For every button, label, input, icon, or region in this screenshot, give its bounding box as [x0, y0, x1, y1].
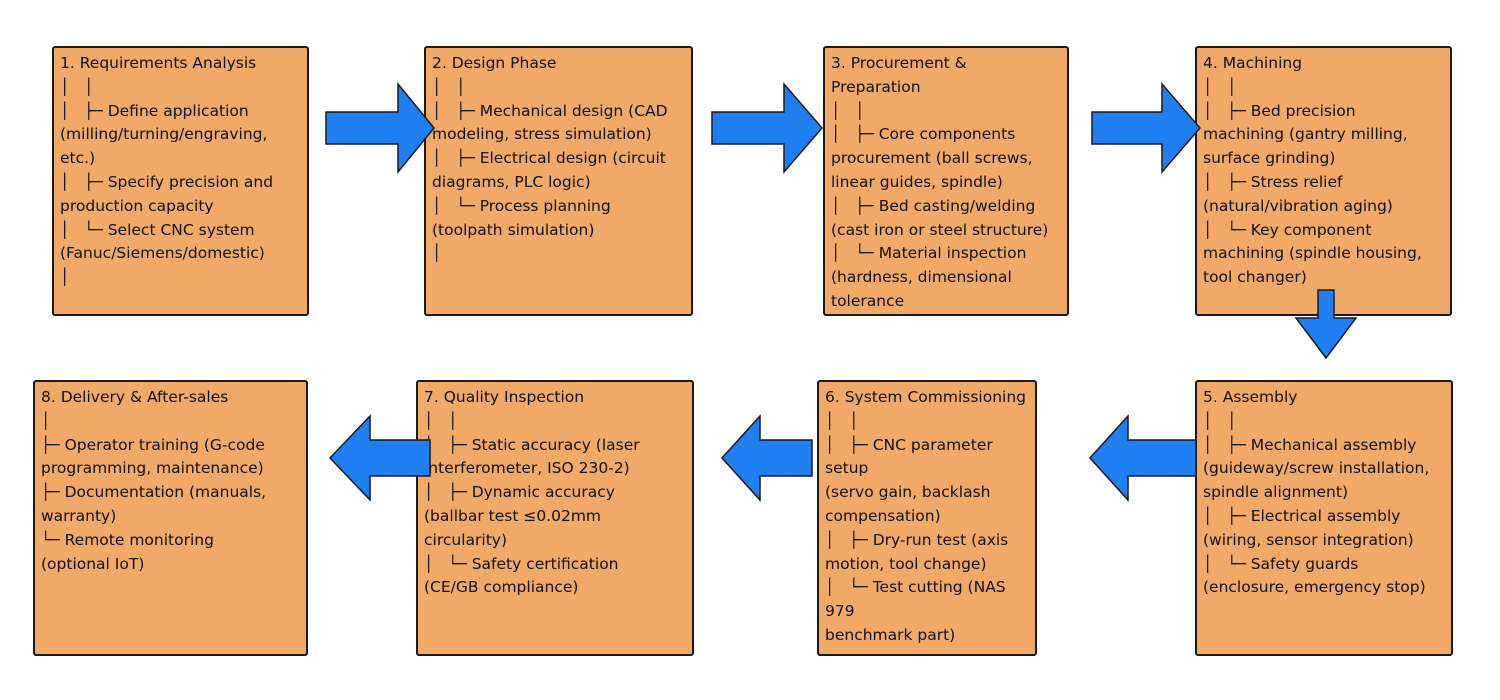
step-line: linear guides, spindle) — [831, 172, 1003, 191]
arrow-left-7-to-8 — [328, 414, 431, 502]
step-line: tool changer) — [1203, 268, 1307, 287]
step-line: Preparation — [831, 77, 921, 96]
step-line: production capacity — [60, 196, 214, 215]
arrow-left-6-to-7 — [720, 414, 813, 502]
step-line: compensation) — [825, 506, 941, 525]
step-line: │ │ — [831, 101, 865, 120]
step-line: │ ├─ Mechanical design (CAD — [432, 101, 668, 120]
step-title: 7. Quality Inspection — [424, 388, 585, 406]
step-line: │ ├─ Dynamic accuracy — [424, 483, 615, 502]
step-line: warranty) — [41, 506, 117, 525]
step-title: 4. Machining — [1203, 54, 1303, 72]
step-line: │ │ — [1203, 411, 1237, 430]
step-line: │ ├─ Static accuracy (laser — [424, 435, 640, 454]
step-line: benchmark part) — [825, 625, 956, 644]
step-line: etc.) — [60, 149, 96, 168]
step-line: motion, tool change) — [825, 554, 987, 573]
step-line: │ └─ Test cutting (NAS 979 — [825, 578, 1011, 621]
step-title: 2. Design Phase — [432, 54, 557, 72]
step-line: (enclosure, emergency stop) — [1203, 578, 1426, 597]
arrow-right-2-to-3 — [711, 81, 823, 175]
step-line: (Fanuc/Siemens/domestic) — [60, 244, 265, 263]
step-box-assembly: 5. Assembly │ │ │ ├─ Mechanical assembly (g… — [1195, 380, 1453, 656]
step-line: │ — [41, 411, 51, 430]
step-line: │ ├─ CNC parameter setup — [825, 435, 998, 478]
step-title: 5. Assembly — [1203, 388, 1298, 406]
step-line: │ ├─ Stress relief — [1203, 172, 1343, 191]
step-line: surface grinding) — [1203, 149, 1336, 168]
step-box-procurement-preparation: 3. Procurement & Preparation │ │ │ ├─ Core … — [823, 46, 1069, 316]
step-line: machining (gantry milling, — [1203, 125, 1408, 144]
step-line: │ │ — [825, 411, 859, 430]
step-line: │ ├─ Core components — [831, 125, 1016, 144]
step-line: ├─ Operator training (G-code — [41, 435, 265, 454]
step-line: │ — [432, 244, 442, 263]
step-line: (CE/GB compliance) — [424, 578, 579, 597]
arrow-right-1-to-2 — [325, 81, 435, 175]
step-line: │ ├─ Electrical assembly — [1203, 506, 1401, 525]
step-title: 8. Delivery & After-sales — [41, 388, 229, 406]
step-line: (servo gain, backlash — [825, 483, 991, 502]
step-line: (optional IoT) — [41, 554, 145, 573]
step-title: 6. System Commissioning — [825, 388, 1026, 406]
step-line: │ ├─ Bed precision — [1203, 101, 1356, 120]
step-line: │ └─ Safety certification — [424, 554, 619, 573]
step-line: tolerance — [831, 291, 905, 310]
step-line: (guideway/screw installation, — [1203, 459, 1430, 478]
step-line: │ │ — [432, 77, 466, 96]
step-line: (cast iron or steel structure) — [831, 220, 1049, 239]
step-line: circularity) — [424, 530, 507, 549]
step-box-delivery-after-sales: 8. Delivery & After-sales │ ├─ Operator tr… — [33, 380, 308, 656]
step-title: 1. Requirements Analysis — [60, 54, 257, 72]
step-line: │ └─ Process planning — [432, 196, 611, 215]
step-line: procurement (ball screws, — [831, 149, 1033, 168]
step-box-requirements-analysis: 1. Requirements Analysis │ │ │ ├─ Define a… — [52, 46, 309, 316]
step-line: │ ├─ Define application — [60, 101, 249, 120]
step-line: │ ├─ Dry-run test (axis — [825, 530, 1009, 549]
step-line: (ballbar test ≤0.02mm — [424, 506, 602, 525]
step-box-design-phase: 2. Design Phase │ │ │ ├─ Mechanical design… — [424, 46, 693, 316]
step-line: (hardness, dimensional — [831, 268, 1012, 287]
step-line: (natural/vibration aging) — [1203, 196, 1393, 215]
step-line: ├─ Documentation (manuals, — [41, 483, 267, 502]
arrow-left-5-to-6 — [1088, 414, 1197, 502]
step-line: │ │ — [424, 411, 458, 430]
step-line: programming, maintenance) — [41, 459, 264, 478]
step-title: 3. Procurement & — [831, 54, 967, 72]
step-line: │ │ — [1203, 77, 1237, 96]
step-line: machining (spindle housing, — [1203, 244, 1422, 263]
step-line: │ ├─ Bed casting/welding — [831, 196, 1036, 215]
step-box-machining: 4. Machining │ │ │ ├─ Bed precision machini… — [1195, 46, 1452, 316]
step-line: │ └─ Material inspection — [831, 244, 1027, 263]
step-box-quality-inspection: 7. Quality Inspection │ │ │ ├─ Static accu… — [416, 380, 694, 656]
step-line: │ ├─ Specify precision and — [60, 172, 274, 191]
step-line: │ └─ Select CNC system — [60, 220, 255, 239]
step-line: interferometer, ISO 230-2) — [424, 459, 630, 478]
step-box-system-commissioning: 6. System Commissioning │ │ │ ├─ CNC param… — [817, 380, 1037, 656]
step-line: └─ Remote monitoring — [41, 530, 214, 549]
step-line: modeling, stress simulation) — [432, 125, 652, 144]
step-line: │ │ — [60, 77, 94, 96]
step-line: │ ├─ Mechanical assembly — [1203, 435, 1417, 454]
step-line: diagrams, PLC logic) — [432, 172, 591, 191]
step-line: (milling/turning/engraving, — [60, 125, 268, 144]
step-line: │ — [60, 268, 70, 287]
step-line: │ └─ Key component — [1203, 220, 1372, 239]
step-line: │ ├─ Electrical design (circuit — [432, 149, 666, 168]
step-line: (toolpath simulation) — [432, 220, 595, 239]
step-line: │ └─ Safety guards — [1203, 554, 1359, 573]
arrow-right-3-to-4 — [1091, 81, 1201, 175]
step-line: spindle alignment) — [1203, 483, 1349, 502]
step-line: (wiring, sensor integration) — [1203, 530, 1414, 549]
